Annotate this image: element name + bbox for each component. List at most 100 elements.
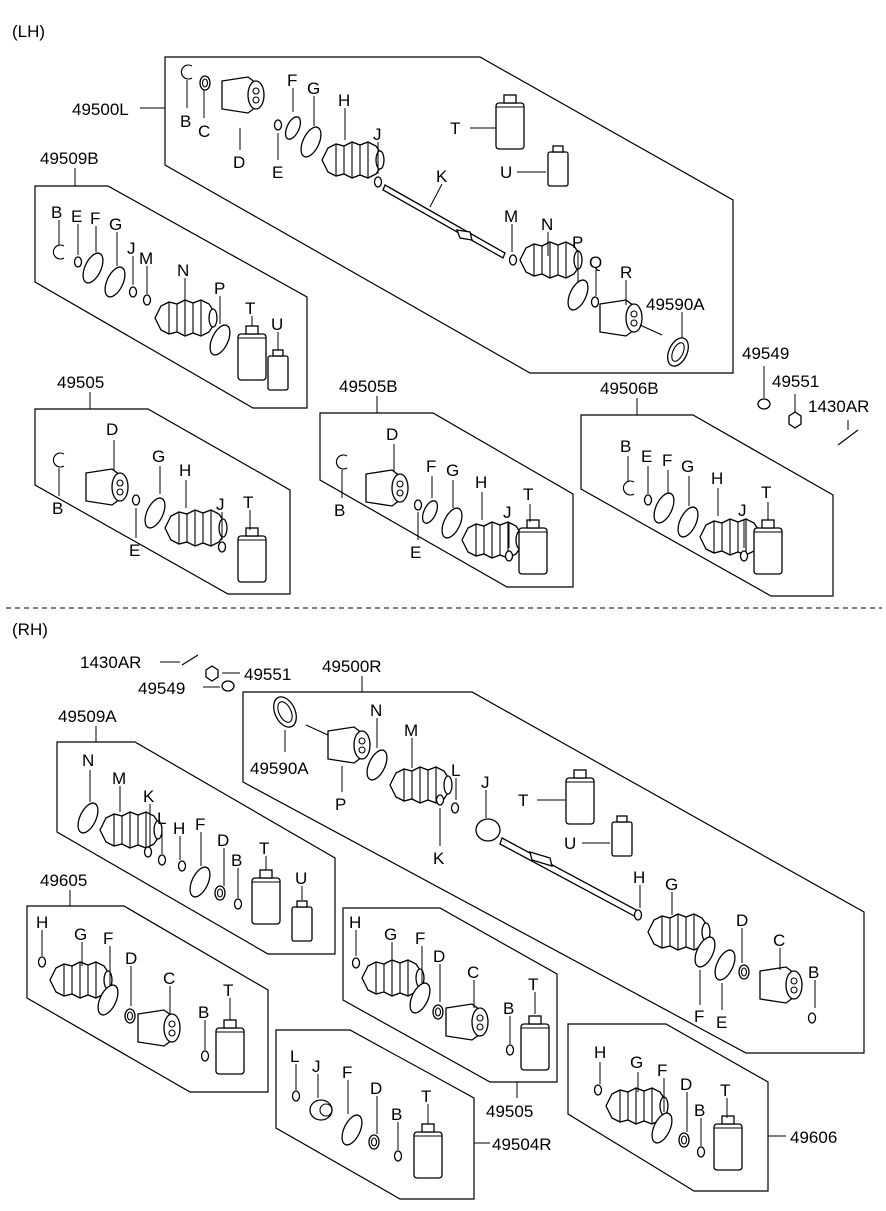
- lh-kit-c-label-E: E: [641, 447, 652, 466]
- lh-kit-label-F: F: [90, 209, 100, 228]
- lh-kit-label-J: J: [127, 239, 136, 258]
- rh-kit-label-B: B: [231, 851, 242, 870]
- lh-kit-c-label-J: J: [738, 501, 747, 520]
- lh-label-C: C: [198, 122, 210, 141]
- rh-nut: [205, 665, 219, 682]
- lh-label-J: J: [373, 125, 382, 144]
- assembly-49500R-label: 49500R: [322, 657, 382, 676]
- lh-split-pin: [837, 429, 859, 446]
- rh-kit-label-M: M: [112, 769, 126, 788]
- lh-label-B: B: [180, 112, 191, 131]
- lh-label-E: E: [272, 163, 283, 182]
- lh-outer-b-label-B: B: [334, 501, 345, 520]
- rh-kit-label-L: L: [157, 809, 166, 828]
- rh-washer: [221, 680, 235, 692]
- tone-ring-label: 49590A: [646, 295, 705, 314]
- lh-loose-parts: 49549 49551 1430AR: [742, 344, 869, 446]
- section-rh-label: (RH): [12, 620, 48, 639]
- assembly-49500L-label: 49500L: [72, 100, 129, 119]
- lh-outer-b-label-T: T: [523, 485, 533, 504]
- rh-outer-label-G: G: [74, 925, 87, 944]
- lh-label-H: H: [338, 91, 350, 110]
- rh-kit-label-F: F: [195, 815, 205, 834]
- lh-washer: [757, 398, 771, 410]
- rh-kit-c-label-L: L: [290, 1047, 299, 1066]
- assembly-49500R: 49500R 49590A: [242, 657, 865, 1054]
- rh-outer-b-label-B: B: [503, 999, 514, 1018]
- rh-label-E: E: [716, 1013, 727, 1032]
- rh-outer-label-C: C: [163, 969, 175, 988]
- rh-kit-d-label-T: T: [720, 1081, 730, 1100]
- rh-kit-label-N: N: [82, 751, 94, 770]
- assembly-49506B-label: 49506B: [600, 379, 659, 398]
- lh-label-M: M: [504, 207, 518, 226]
- lh-kit-label-N: N: [177, 261, 189, 280]
- assembly-49509A-label: 49509A: [58, 707, 117, 726]
- lh-split-pin-label: 1430AR: [808, 397, 869, 416]
- rh-label-T: T: [518, 791, 528, 810]
- assembly-49505B-label: 49505B: [339, 377, 398, 396]
- lh-outer-b-label-H: H: [475, 473, 487, 492]
- rh-outer-b-label-C: C: [467, 963, 479, 982]
- assembly-49605: 49605 H G F D C B T: [26, 871, 269, 1093]
- assembly-49505-lh: 49505 B D E G H J T: [34, 373, 291, 595]
- rh-label-U: U: [564, 834, 576, 853]
- lh-outer-b-label-G: G: [446, 461, 459, 480]
- rh-kit-d-label-G: G: [630, 1053, 643, 1072]
- rh-label-C: C: [773, 931, 785, 950]
- lh-kit-label-M: M: [139, 249, 153, 268]
- assembly-49505-rh: 49505 H G F D C B T: [342, 907, 558, 1121]
- lh-label-G: G: [307, 79, 320, 98]
- lh-kit-c-label-F: F: [662, 451, 672, 470]
- lh-label-P: P: [572, 233, 583, 252]
- rh-kit-c-label-F: F: [342, 1063, 352, 1082]
- lh-label-R: R: [620, 263, 632, 282]
- lh-kit-label-B: B: [51, 203, 62, 222]
- lh-kit-c-label-B: B: [620, 437, 631, 456]
- lh-nut-label: 49551: [772, 372, 819, 391]
- lh-outer-b-label-F: F: [426, 457, 436, 476]
- rh-label-B: B: [808, 963, 819, 982]
- rh-label-G: G: [665, 875, 678, 894]
- rh-kit-d-label-F: F: [657, 1061, 667, 1080]
- rh-washer-label: 49549: [138, 679, 185, 698]
- rh-label-J: J: [481, 773, 490, 792]
- rh-kit-label-H: H: [173, 819, 185, 838]
- assembly-49505B: 49505B B D E F G H J T: [319, 377, 574, 588]
- lh-kit-c-label-G: G: [681, 457, 694, 476]
- rh-outer-label-B: B: [198, 1003, 209, 1022]
- rh-split-pin-label: 1430AR: [80, 653, 141, 672]
- section-lh-label: (LH): [12, 22, 45, 41]
- assembly-49505-lh-label: 49505: [57, 373, 104, 392]
- assembly-49506B: 49506B B E F G H J T: [580, 379, 834, 597]
- rh-kit-c-label-T: T: [421, 1087, 431, 1106]
- assembly-49606: 49606 H G F D B T: [567, 1023, 837, 1192]
- assembly-49605-label: 49605: [40, 871, 87, 890]
- rh-nut-label: 49551: [244, 665, 291, 684]
- rh-outer-label-T: T: [223, 981, 233, 1000]
- rh-kit-label-T: T: [259, 839, 269, 858]
- rh-outer-label-H: H: [36, 913, 48, 932]
- rh-kit-d-label-B: B: [694, 1101, 705, 1120]
- lh-kit-label-P: P: [214, 279, 225, 298]
- lh-outer-label-D: D: [106, 420, 118, 439]
- lh-label-N: N: [541, 215, 553, 234]
- assembly-49500L: 49500L B: [72, 56, 734, 374]
- rh-kit-c-label-B: B: [391, 1105, 402, 1124]
- lh-nut: [788, 411, 802, 429]
- assembly-49504R-label: 49504R: [492, 1135, 552, 1154]
- lh-outer-b-label-D: D: [386, 425, 398, 444]
- rh-kit-d-label-D: D: [680, 1075, 692, 1094]
- rh-outer-label-F: F: [103, 929, 113, 948]
- rh-tone-ring-label: 49590A: [250, 759, 309, 778]
- lh-outer-label-T: T: [243, 493, 253, 512]
- lh-outer-label-E: E: [129, 541, 140, 560]
- rh-kit-label-U: U: [295, 869, 307, 888]
- lh-outer-label-B: B: [52, 499, 63, 518]
- lh-outer-label-G: G: [152, 447, 165, 466]
- lh-label-Q: Q: [589, 253, 602, 272]
- lh-outer-label-J: J: [216, 495, 225, 514]
- lh-outer-b-label-J: J: [503, 503, 512, 522]
- lh-kit-c-label-H: H: [711, 469, 723, 488]
